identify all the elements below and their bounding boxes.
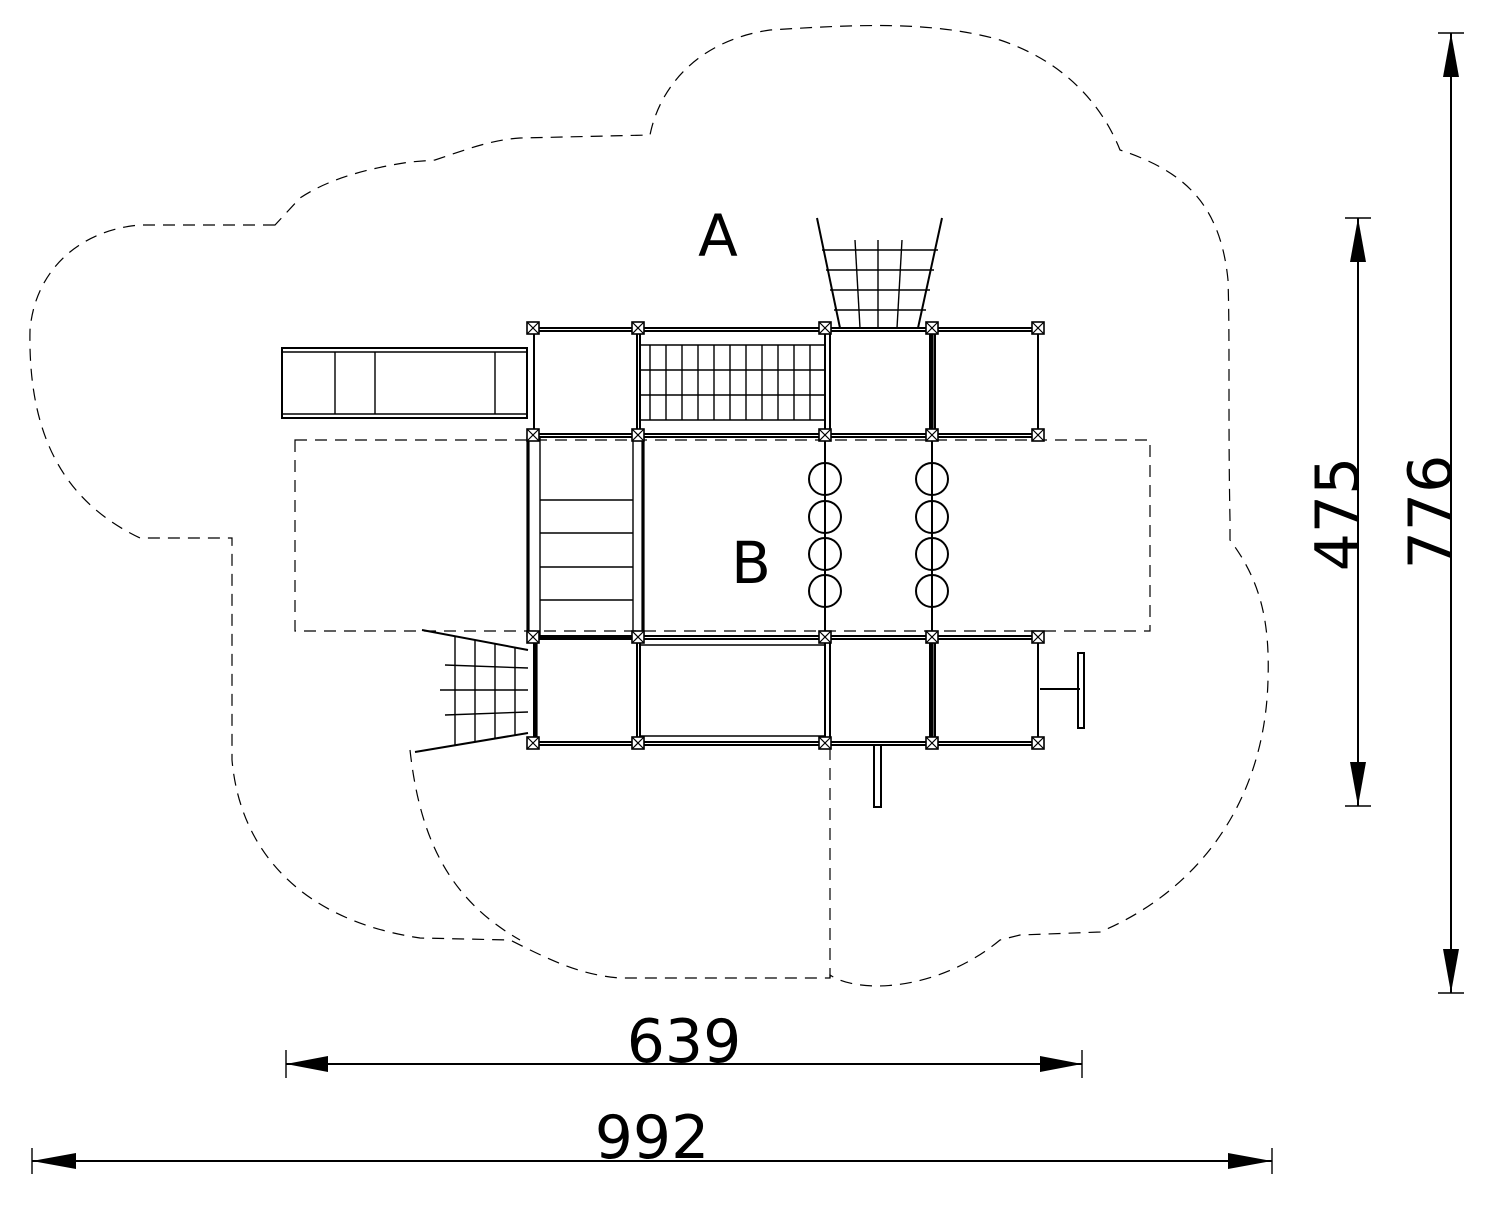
post xyxy=(818,428,832,442)
dimension-inner-width xyxy=(285,1050,1083,1078)
post xyxy=(925,736,939,750)
dimension-inner-height-label: 475 xyxy=(1303,457,1373,572)
ring-bridge xyxy=(808,437,949,637)
climbing-net-left xyxy=(414,629,529,753)
post xyxy=(631,736,645,750)
post xyxy=(526,736,540,750)
post xyxy=(925,428,939,442)
post xyxy=(631,630,645,644)
post xyxy=(1031,321,1045,335)
post xyxy=(818,321,832,335)
frame-posts xyxy=(526,321,1045,750)
tower-modules xyxy=(533,330,1039,743)
zone-a-label: A xyxy=(698,202,738,270)
safety-zone-a-outline xyxy=(29,24,1269,987)
climbing-net-top xyxy=(816,217,943,329)
net-bridge xyxy=(639,330,826,435)
dimension-outer-height xyxy=(1438,32,1464,994)
dimension-inner-height xyxy=(1345,217,1371,807)
post xyxy=(818,736,832,750)
dimension-outer-width xyxy=(31,1148,1273,1174)
safety-zone-b-outline xyxy=(294,439,1151,632)
dimension-outer-width-label: 992 xyxy=(595,1103,710,1173)
safety-zone-extra-dash xyxy=(409,748,831,978)
post xyxy=(925,630,939,644)
post xyxy=(818,630,832,644)
post xyxy=(1031,630,1045,644)
post xyxy=(526,321,540,335)
dimension-outer-height-label: 776 xyxy=(1396,455,1466,570)
post xyxy=(526,630,540,644)
frame-rails xyxy=(534,327,1038,746)
dimension-inner-width-label: 639 xyxy=(627,1007,742,1077)
post xyxy=(1031,736,1045,750)
post xyxy=(631,321,645,335)
post xyxy=(631,428,645,442)
slide xyxy=(281,347,528,419)
post xyxy=(526,428,540,442)
post xyxy=(1031,428,1045,442)
steering-bar xyxy=(1040,652,1085,729)
bottom-pole xyxy=(873,744,882,808)
zone-b-label: B xyxy=(731,529,771,597)
post xyxy=(925,321,939,335)
horizontal-ladder xyxy=(526,436,645,638)
